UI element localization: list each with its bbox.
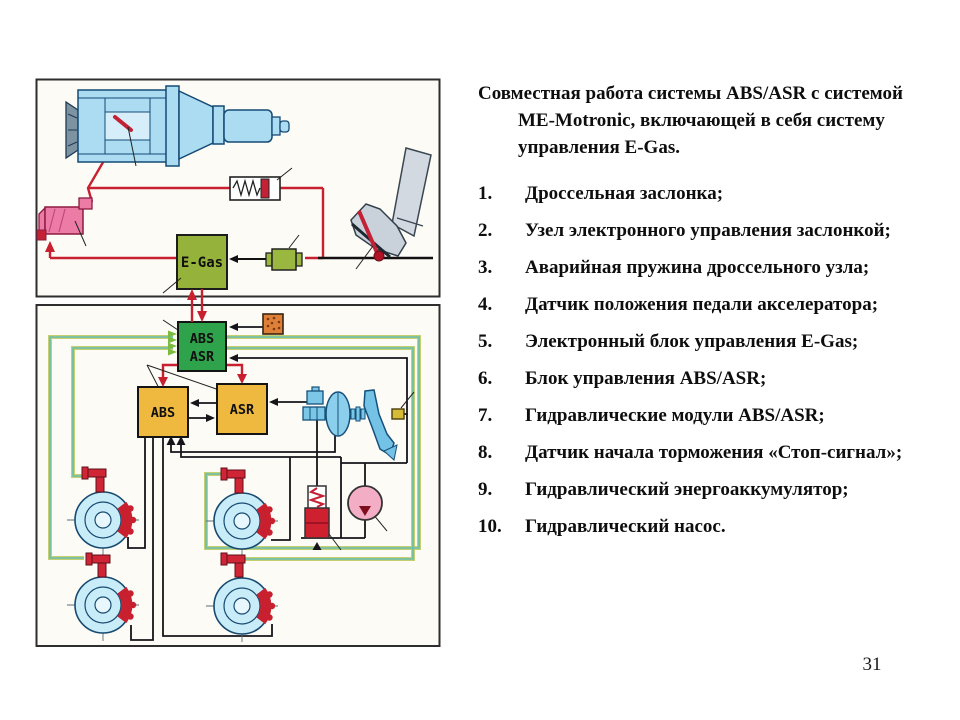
legend-item-number: 9. <box>478 479 493 500</box>
legend-item: 8. Датчик начала торможения «Стоп-сигнал… <box>478 441 952 465</box>
black-arrowheads <box>166 323 322 550</box>
legend-item-label: Гидравлические модули ABS/ASR; <box>525 405 825 426</box>
legend-item-number: 2. <box>478 220 493 241</box>
legend-item-number: 1. <box>478 183 493 204</box>
legend-item-label: Дроссельная заслонка; <box>525 183 724 204</box>
accelerator-pedal <box>357 210 380 256</box>
accelerator-pedal-group <box>318 147 433 270</box>
legend-item-label: Датчик положения педали акселератора; <box>525 294 879 315</box>
egas-absasr-link <box>187 289 207 322</box>
figure-title-line1: Совместная работа системы ABS/ASR с сист… <box>478 83 903 104</box>
wheel-sensor-wiring <box>48 330 421 561</box>
figure-title-line3: управления E-Gas. <box>518 137 680 158</box>
wheel-rear-left <box>67 552 139 641</box>
brake-caliper-icon <box>256 502 272 540</box>
diagnostic-connector-box <box>262 313 284 335</box>
page-number: 31 <box>862 654 882 675</box>
driver-shoe <box>350 203 407 257</box>
legend-list: 1. Дроссельная заслонка; 2. Узел электро… <box>478 182 952 539</box>
brake-caliper-icon <box>117 586 133 624</box>
legend-item-label: Блок управления ABS/ASR; <box>525 368 767 389</box>
legend-item: 9. Гидравлический энергоаккумулятор; <box>478 478 952 502</box>
figure-title: Совместная работа системы ABS/ASR с сист… <box>478 80 952 161</box>
legend-item-label: Узел электронного управления заслонкой; <box>525 220 891 241</box>
wheel-speed-sensor-icon <box>85 552 111 578</box>
legend-item: 2. Узел электронного управления заслонко… <box>478 219 952 243</box>
abs-asr-unit-label-line1: ABS <box>190 331 214 347</box>
legend-item: 1. Дроссельная заслонка; <box>478 182 952 206</box>
throttle-actuator <box>36 197 93 247</box>
master-cylinder <box>302 406 326 421</box>
legend-panel: Совместная работа системы ABS/ASR с сист… <box>478 80 952 552</box>
brake-fluid-reservoir <box>306 390 324 405</box>
driver-leg <box>391 147 432 238</box>
legend-item: 3. Аварийная пружина дроссельного узла; <box>478 256 952 280</box>
abs-hydraulic-module: ABS <box>137 386 189 438</box>
legend-item-number: 3. <box>478 257 493 278</box>
schematic-figure: ABS ASR ABS ASR <box>35 78 441 648</box>
brake-caliper-icon <box>117 501 133 539</box>
spring-coil-icon <box>232 178 261 198</box>
legend-item-number: 7. <box>478 405 493 426</box>
actuator-arrowhead <box>45 241 55 252</box>
wheel-speed-sensor-icon <box>81 466 107 493</box>
wheel-speed-sensor-icon <box>220 552 246 578</box>
legend-item-number: 4. <box>478 294 493 315</box>
legend-item-number: 6. <box>478 368 493 389</box>
stop-signal-sensor <box>391 408 405 420</box>
brake-caliper-icon <box>256 587 272 625</box>
legend-item: 5. Электронный блок управления E-Gas; <box>478 330 952 354</box>
legend-item-number: 10. <box>478 516 502 537</box>
wheels <box>67 466 278 642</box>
egas-control-unit: E-Gas <box>162 234 228 294</box>
legend-item: 10. Гидравлический насос. <box>478 515 952 539</box>
sensor-wire-arrowheads <box>168 330 177 356</box>
asr-hydraulic-module: ASR <box>216 383 268 435</box>
abs-module-label: ABS <box>151 405 175 421</box>
wheel-rear-middle <box>206 552 278 642</box>
abs-asr-unit-label-line2: ASR <box>190 349 215 365</box>
legend-item-label: Аварийная пружина дроссельного узла; <box>525 257 870 278</box>
legend-item-label: Гидравлический насос. <box>525 516 726 537</box>
engine-illustration <box>65 85 290 167</box>
egas-label: E-Gas <box>181 255 223 271</box>
throttle-return-spring <box>229 167 293 201</box>
ecu-command-wires <box>161 363 244 381</box>
legend-item: 4. Датчик положения педали акселератора; <box>478 293 952 317</box>
asr-module-label: ASR <box>230 402 255 418</box>
legend-item-label: Датчик начала торможения «Стоп-сигнал»; <box>525 442 903 463</box>
abs-asr-control-unit: ABS ASR <box>177 321 227 372</box>
legend-item: 7. Гидравлические модули ABS/ASR; <box>478 404 952 428</box>
brake-booster-assembly <box>302 386 398 461</box>
wheel-speed-sensor-icon <box>220 467 246 494</box>
hydraulic-accumulator <box>304 485 330 539</box>
pedal-position-sensor <box>265 234 303 271</box>
legend-item-label: Электронный блок управления E-Gas; <box>525 331 859 352</box>
wheel-front-middle <box>206 467 278 557</box>
figure-title-line2: ME-Motronic, включающей в себя систему <box>518 110 885 131</box>
legend-item: 6. Блок управления ABS/ASR; <box>478 367 952 391</box>
hydraulic-pump <box>347 485 383 521</box>
brake-pedal-arrow <box>383 444 398 461</box>
abs-asr-schematic: ABS ASR ABS ASR <box>35 78 441 647</box>
wheel-front-left <box>67 466 139 556</box>
legend-item-label: Гидравлический энергоаккумулятор; <box>525 479 849 500</box>
legend-item-number: 5. <box>478 331 493 352</box>
legend-item-number: 8. <box>478 442 493 463</box>
